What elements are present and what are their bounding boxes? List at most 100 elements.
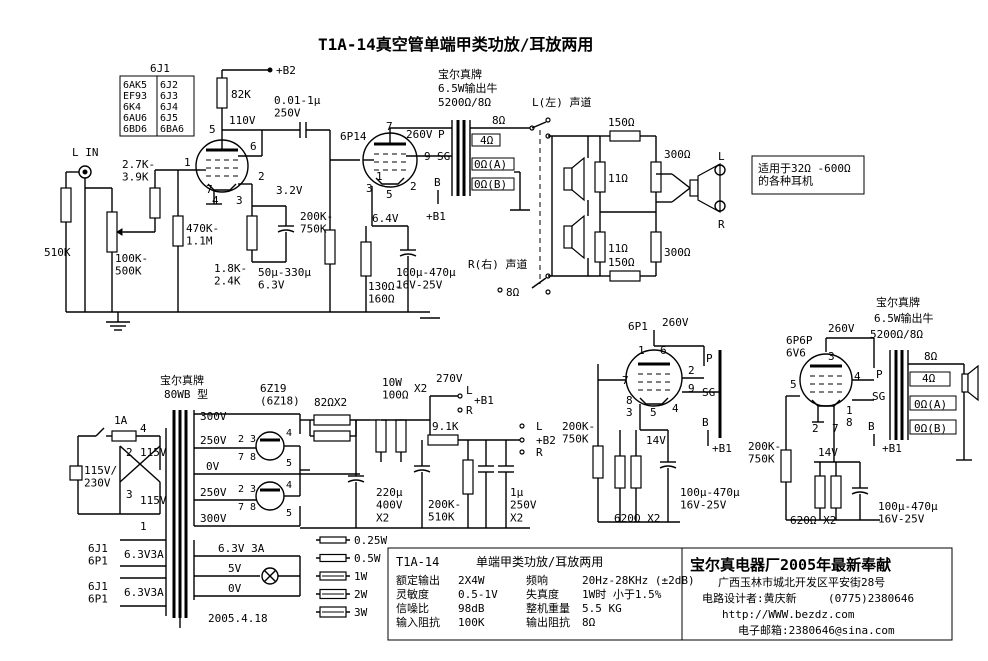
b2-out-label: +B2 [536, 434, 556, 447]
svg-text:1: 1 [184, 156, 191, 169]
l-11ohm-resistor [594, 161, 606, 193]
grid-resistor [172, 215, 184, 247]
output-p-label: P [438, 128, 445, 141]
alt-6p6p-trafo-imp: 5200Ω/8Ω [870, 328, 923, 341]
legend-label: 3W [354, 606, 368, 619]
legend-item: 0.25W [316, 534, 387, 547]
heater-0v-label: 0V [228, 582, 242, 595]
sec-300v-1: 300V [200, 410, 227, 423]
alt-6p1-stage: 6P1 260V 1 6 7 2 9 8 3 5 4 200K-750K P S… [562, 316, 740, 525]
r-11ohm-label: 11Ω [608, 242, 628, 255]
output-cathode-resistor-value: 130Ω-160Ω [368, 280, 401, 306]
b2-label: +B2 [276, 64, 296, 77]
alt-6p6p-pin-3: 3 [828, 350, 835, 363]
r-output-switch[interactable] [531, 277, 547, 289]
spec-cell: 信噪比 [396, 602, 429, 615]
driver-pin-6: 6 [250, 140, 257, 153]
maker-email: 电子邮箱:2380646@sina.com [738, 623, 895, 637]
b1-label: +B1 [474, 394, 494, 407]
output-tube-label: 6P14 [340, 130, 367, 143]
legend-item: 2W [316, 588, 368, 601]
dropping-resistor-value: 9.1K [432, 420, 459, 433]
alt-6p1-grid-value: 200K-750K [562, 420, 595, 446]
output-trafo-impedance: 5200Ω/8Ω [438, 96, 491, 109]
rectifier-tube-1-icon [255, 431, 285, 461]
svg-text:4: 4 [286, 480, 292, 491]
r-11ohm-resistor [594, 231, 606, 263]
r-300ohm-label: 300Ω [664, 246, 691, 259]
svg-text:7 8: 7 8 [238, 452, 256, 463]
alt-6p6p-14v: 14V [818, 446, 838, 459]
svg-text:5: 5 [286, 458, 292, 469]
alt-6p6p-tap-0b: 0Ω(B) [914, 422, 947, 435]
alt-6p6p-tap-0a: 0Ω(A) [914, 398, 947, 411]
output-pin-3: 3 [366, 182, 373, 195]
spec-cell: 额定输出 [396, 573, 440, 587]
tube-sub-item: EF93 [123, 91, 147, 102]
alt-6p6p-620-label: 620Ω X2 [790, 514, 836, 527]
alt-6p6p-pin-8: 8 [846, 416, 853, 429]
maker-designer: 电路设计者:黄庆新 [702, 591, 797, 605]
spec-cell: 5.5 KG [582, 602, 622, 615]
tube-sub-item: 6K4 [123, 102, 141, 113]
output-stage: 200K-750K 6P14 7 9 SG 3 5 1 2 260V P 宝尔真… [178, 67, 530, 319]
maker-phone: (0775)2380646 [828, 592, 914, 605]
l-150ohm-resistor [609, 130, 641, 142]
output-pin-7: 7 [386, 120, 393, 133]
alt-6p6p-pin-2: 2 [812, 422, 819, 435]
pri-pin-1: 1 [140, 520, 147, 533]
alt-6p1-pin-2: 2 [688, 364, 695, 377]
svg-text:2 3: 2 3 [238, 484, 256, 495]
input-label: L IN [72, 146, 99, 159]
alt-6p1-voltage: 260V [662, 316, 689, 329]
power-supply: 宝尔真牌 80WB 型 1A 115V/230V 4 2 3 1 115V 11… [69, 372, 556, 628]
input-resistor-value: 510K [44, 246, 71, 259]
driver-pin-3: 3 [236, 194, 243, 207]
left-speaker-icon [563, 167, 573, 191]
r-300ohm-resistor [650, 231, 662, 263]
power-switch-icon [95, 427, 105, 437]
sec-300v-2: 300V [200, 512, 227, 525]
spec-cell: 频响 [526, 573, 548, 587]
fuse-label: 1A [114, 414, 128, 427]
b2-r-label: R [536, 446, 543, 459]
tap-4ohm: 4Ω [480, 134, 494, 147]
spec-cell: 灵敏度 [396, 587, 429, 601]
spec-cell: 输出阻抗 [526, 615, 570, 629]
alt-6p1-14v: 14V [646, 434, 666, 447]
right-speaker-icon [563, 225, 573, 249]
output-trafo-spec: 6.5W输出牛 [438, 81, 498, 95]
tap-0ohm-b: 0Ω(B) [474, 178, 507, 191]
alt-6p1-pin-9: 9 [688, 382, 695, 395]
alt-6p1-grid-resistor [592, 445, 604, 479]
tube-sub-item: 6BD6 [123, 124, 147, 135]
driver-pin-4: 4 [212, 194, 219, 207]
psu-model: 80WB 型 [164, 387, 208, 401]
series-resistor-value: 2.7K-3.9K [122, 158, 155, 184]
fuse-icon [111, 430, 137, 442]
spec-cell: 2X4W [458, 574, 485, 587]
tube-sub-item: 6J4 [160, 102, 178, 113]
alt-6p6p-grid-resistor [780, 449, 792, 483]
dropping-resistor [427, 434, 459, 446]
l-output-switch[interactable] [531, 121, 547, 129]
mains-label: 115V/230V [84, 464, 117, 490]
series-resistor [149, 187, 161, 219]
alt-6p1-b-label: B [702, 416, 709, 429]
x2-label: X2 [414, 382, 427, 395]
r-8ohm-label: 8Ω [506, 286, 520, 299]
b1-r-label: R [466, 404, 473, 417]
sec-0v: 0V [206, 460, 220, 473]
alt-6p1-pin-4: 4 [672, 402, 679, 415]
